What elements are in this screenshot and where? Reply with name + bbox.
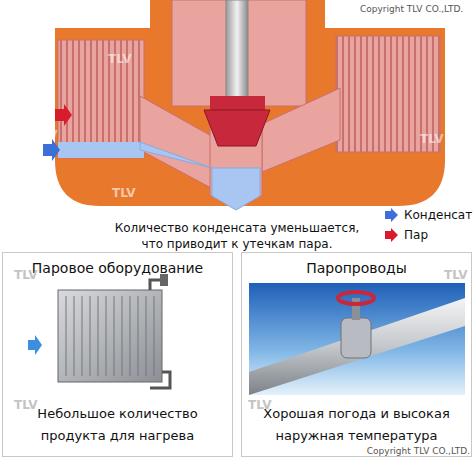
image-panel: Паровое оборудованиеНебольшое количество…: [2, 252, 233, 457]
copyright-note: Copyright TLV CO.,LTD.: [360, 4, 463, 14]
watermark: TLV: [248, 398, 271, 412]
valve-handwheel: [338, 292, 374, 304]
valve-cap: [210, 96, 265, 110]
copyright-note: Copyright TLV CO.,LTD.: [367, 446, 470, 456]
valve-stem: [226, 0, 248, 112]
watermark: TLV: [14, 398, 37, 412]
drain-pipe: [150, 372, 170, 388]
heater-unit: [58, 290, 162, 382]
inlet-port: [58, 40, 144, 158]
legend-swatch: [384, 208, 400, 222]
outlet-passage: [262, 88, 340, 172]
valve-cone: [204, 110, 270, 146]
panel-heading: Паропроводы: [254, 259, 459, 277]
legend-arrow: [385, 228, 398, 242]
condensate-arrow: [43, 139, 60, 161]
legend-item: Пар: [384, 228, 428, 242]
watermark: TLV: [112, 186, 135, 200]
panel-caption: Хорошая погода и высокая наружная темпер…: [254, 403, 459, 447]
illustration-caption: Количество конденсата уменьшается, что п…: [112, 220, 362, 252]
legend-swatch: [384, 228, 400, 242]
sky-background: [249, 283, 465, 395]
legend-item: Конденсат: [384, 208, 472, 222]
valve-body: [341, 318, 371, 358]
panel-heading: Паровое оборудование: [15, 259, 220, 277]
air-arrow: [28, 335, 42, 355]
watermark: TLV: [444, 268, 467, 282]
heater-fins: [66, 296, 154, 376]
watermark: TLV: [420, 132, 443, 146]
legend-arrow: [385, 208, 398, 222]
image-panel: ПаропроводыХорошая погода и высокая нару…: [241, 252, 472, 457]
watermark: TLV: [108, 52, 131, 66]
condensate: [140, 142, 260, 210]
legend-text: Пар: [404, 228, 428, 242]
legend-text: Конденсат: [404, 208, 472, 222]
watermark: TLV: [14, 268, 37, 282]
watermark: TLV: [34, 128, 57, 142]
condensate: [58, 142, 144, 158]
steam-arrow: [55, 104, 72, 126]
valve-spindle: [352, 298, 360, 320]
steam-pipeline: [249, 298, 465, 395]
panel-caption: Небольшое количество продукта для нагрев…: [15, 403, 220, 447]
